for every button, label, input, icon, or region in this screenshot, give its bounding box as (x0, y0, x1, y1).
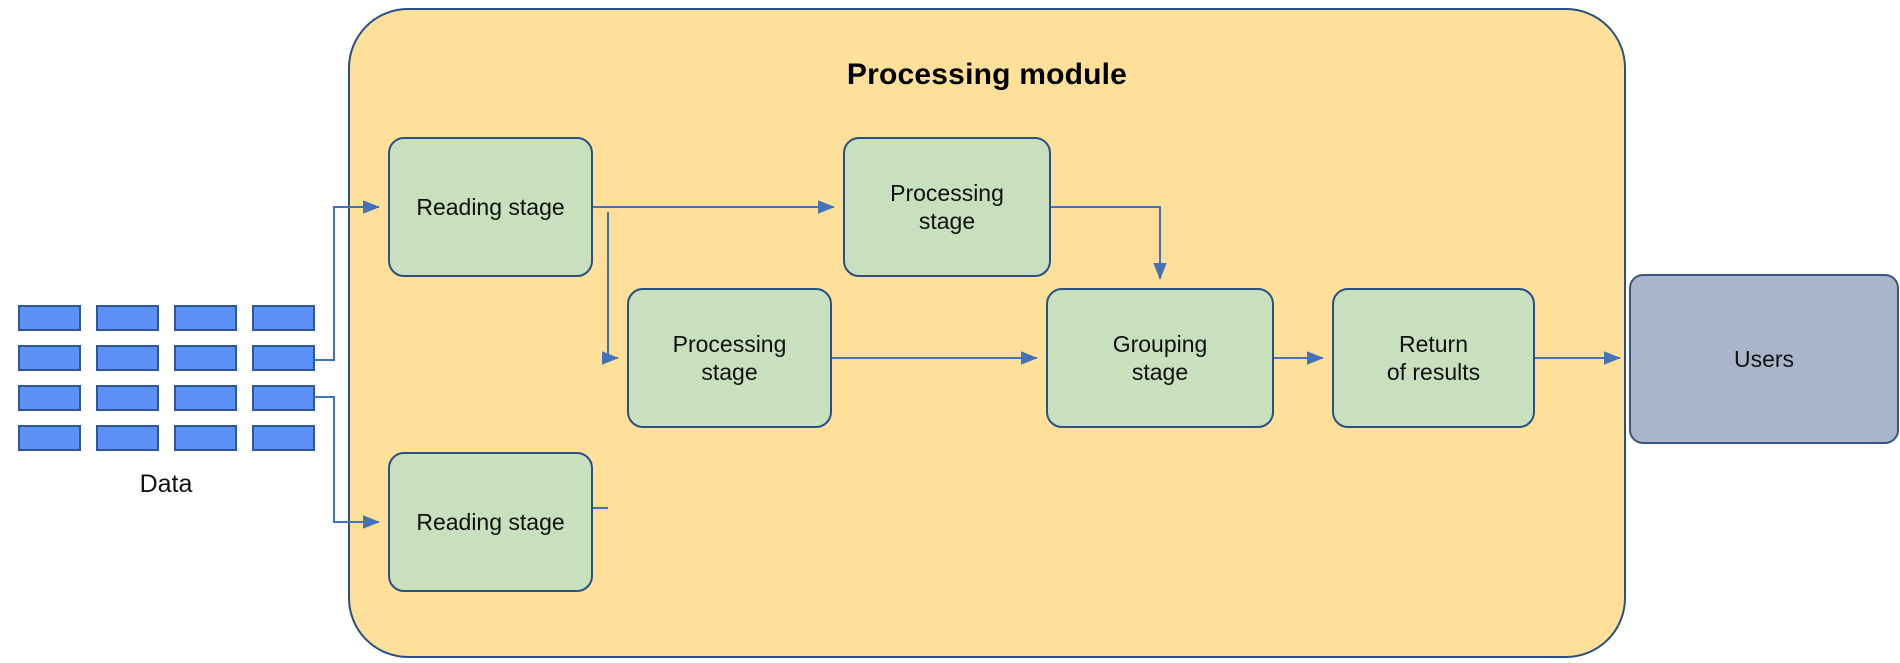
node-label: Users (1733, 345, 1795, 372)
node-label: Processing stage (673, 330, 787, 386)
node-label: Reading stage (416, 193, 565, 220)
node-label: Return of results (1387, 330, 1480, 386)
node-label-line1: Processing (890, 179, 1004, 206)
node-label: Processing stage (890, 179, 1004, 235)
node-label-line2: of results (1386, 359, 1481, 385)
data-cell (18, 385, 81, 411)
node-processing-stage-top[interactable]: Processing stage (843, 137, 1051, 277)
data-cell (174, 345, 237, 371)
data-cell (252, 305, 315, 331)
data-cell (18, 425, 81, 451)
node-reading-stage-top[interactable]: Reading stage (388, 137, 593, 277)
node-label-line1: Processing (672, 330, 787, 357)
node-label: Reading stage (416, 508, 565, 535)
node-processing-stage-mid[interactable]: Processing stage (627, 288, 832, 428)
data-cell (174, 425, 237, 451)
node-label-line1: Grouping (1112, 330, 1208, 357)
data-cell (96, 305, 159, 331)
node-label: Grouping stage (1113, 330, 1208, 386)
data-cell (96, 425, 159, 451)
node-label-line2: stage (701, 359, 758, 385)
data-cell (252, 385, 315, 411)
node-label-line1: Return (1398, 330, 1469, 357)
data-source-grid (18, 305, 315, 451)
data-cell (18, 345, 81, 371)
data-cell (18, 305, 81, 331)
data-cell (252, 345, 315, 371)
data-cell (252, 425, 315, 451)
data-source-label: Data (139, 470, 193, 498)
data-cell (96, 345, 159, 371)
data-cell (174, 385, 237, 411)
node-return-of-results[interactable]: Return of results (1332, 288, 1535, 428)
processing-module-title: Processing module (846, 58, 1128, 91)
node-reading-stage-bottom[interactable]: Reading stage (388, 452, 593, 592)
data-cell (174, 305, 237, 331)
node-grouping-stage[interactable]: Grouping stage (1046, 288, 1274, 428)
node-label-line2: stage (918, 208, 976, 234)
node-label-line2: stage (1131, 359, 1189, 385)
data-cell (96, 385, 159, 411)
node-users[interactable]: Users (1629, 274, 1899, 444)
